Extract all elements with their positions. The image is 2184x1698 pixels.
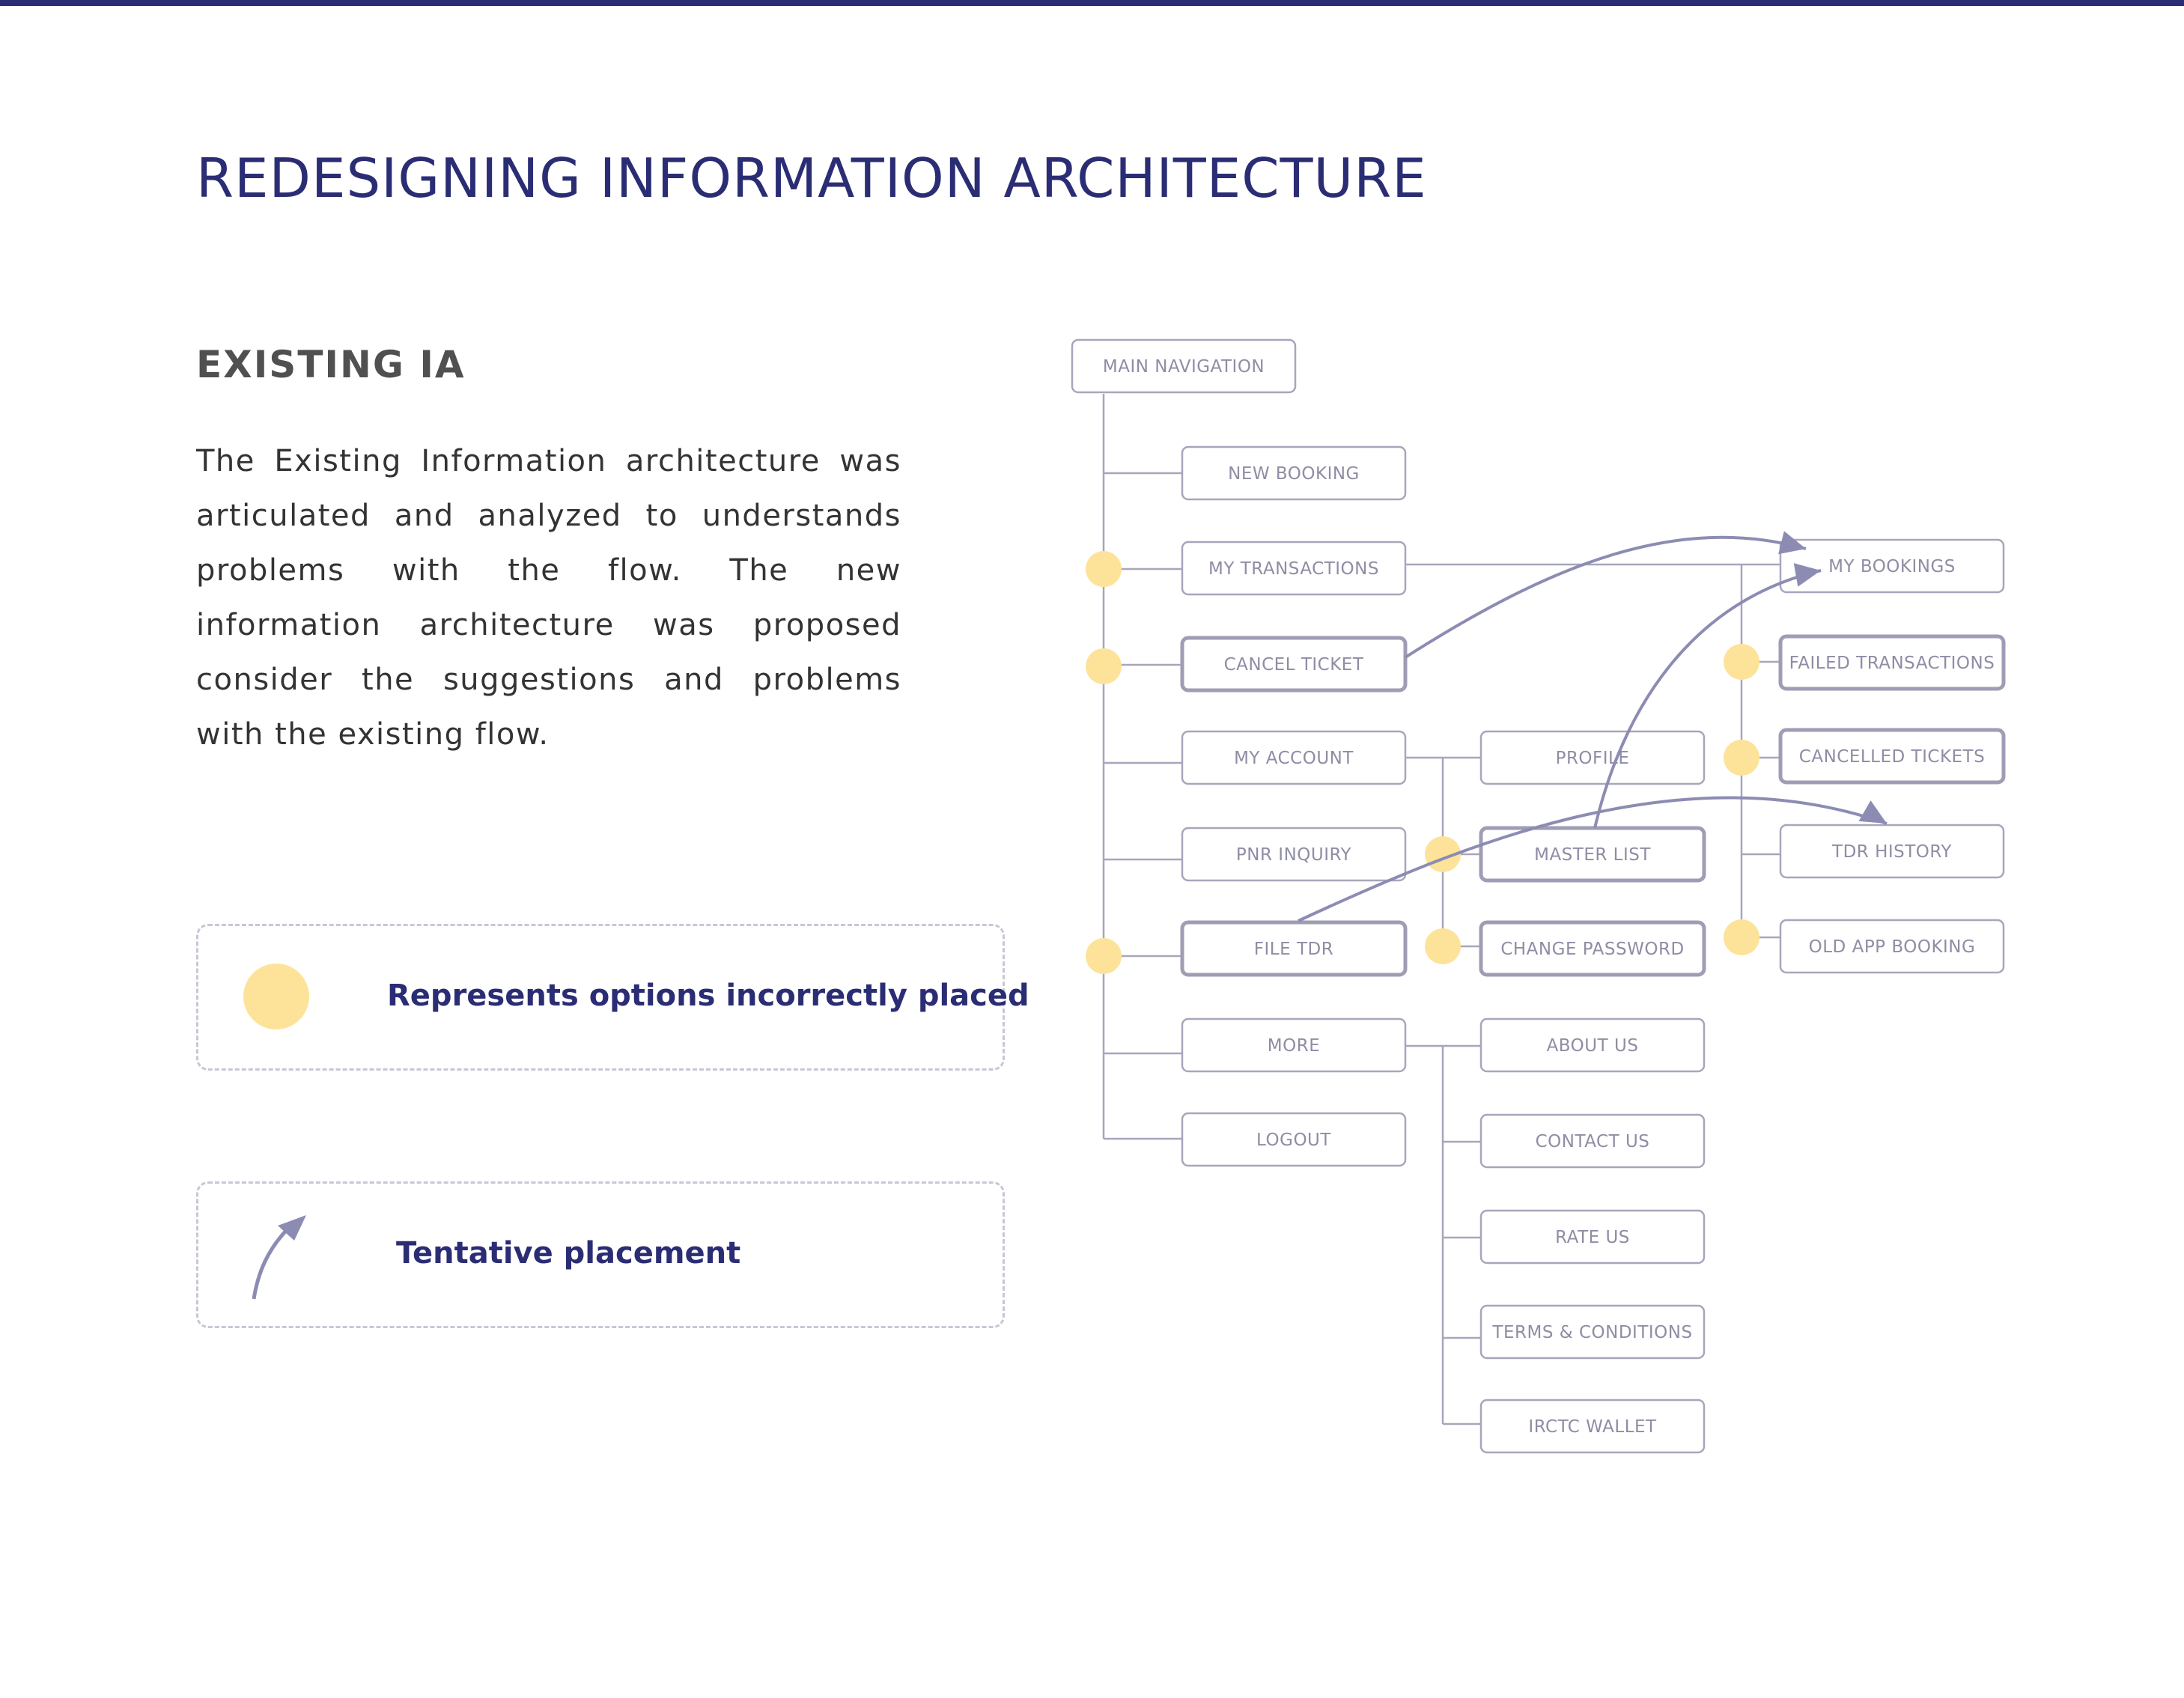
node-box (1479, 1304, 1706, 1360)
node-box (1181, 730, 1407, 785)
tentative-arrow-file-tdr-to-tdr-history (1298, 796, 1888, 922)
node-label: CANCELLED TICKETS (1799, 747, 1985, 767)
node-label: MY TRANSACTIONS (1208, 559, 1379, 579)
node-irctc-wallet: IRCTC WALLET (1479, 1399, 1706, 1454)
legend-incorrect-label: Represents options incorrectly placed (387, 979, 1029, 1013)
incorrect-placement-dot-icon (243, 964, 309, 1029)
incorrect-marker-file-tdr (1086, 938, 1122, 974)
node-label: PNR INQUIRY (1236, 845, 1352, 865)
node-box (1479, 826, 1706, 883)
node-label: NEW BOOKING (1228, 464, 1360, 484)
node-more: MORE (1181, 1017, 1407, 1073)
node-label: IRCTC WALLET (1528, 1417, 1657, 1437)
section-heading: EXISTING IA (196, 343, 466, 386)
node-box (1181, 827, 1407, 882)
description-text: The Existing Information architecture wa… (196, 444, 901, 752)
node-label: MORE (1268, 1036, 1320, 1056)
incorrect-marker-change-password (1425, 928, 1461, 964)
node-label: MASTER LIST (1534, 845, 1651, 865)
node-my-transactions: MY TRANSACTIONS (1181, 541, 1407, 596)
node-old-app-booking: OLD APP BOOKING (1779, 919, 2005, 974)
node-label: ABOUT US (1547, 1036, 1639, 1056)
node-contact-us: CONTACT US (1479, 1113, 1706, 1169)
node-box (1778, 634, 2006, 691)
node-label: MY ACCOUNT (1234, 749, 1354, 768)
node-box (1479, 1399, 1706, 1454)
node-cancelled-tickets: CANCELLED TICKETS (1778, 728, 2006, 785)
node-box (1479, 1209, 1706, 1265)
incorrect-placement-markers (1086, 551, 1759, 974)
node-box (1180, 636, 1408, 693)
node-box (1181, 1112, 1407, 1167)
node-pnr-inquiry: PNR INQUIRY (1181, 827, 1407, 882)
node-new-booking: NEW BOOKING (1181, 445, 1407, 501)
incorrect-marker-old-app-booking (1724, 919, 1759, 955)
ia-nodes: MAIN NAVIGATION NEW BOOKING MY TRANSACTION… (1071, 338, 2006, 1454)
node-box (1779, 824, 2005, 879)
arrowhead-icon (1858, 800, 1887, 824)
incorrect-marker-failed-transactions (1724, 644, 1759, 680)
node-box (1479, 1017, 1706, 1073)
node-cancel-ticket: CANCEL TICKET (1180, 636, 1408, 693)
node-tdr-history: TDR HISTORY (1779, 824, 2005, 879)
node-box (1479, 730, 1706, 785)
node-failed-transactions: FAILED TRANSACTIONS (1778, 634, 2006, 691)
incorrect-marker-cancelled-tickets (1724, 740, 1759, 776)
curved-arrow-icon (252, 1215, 306, 1300)
page-title: REDESIGNING INFORMATION ARCHITECTURE (196, 147, 1427, 210)
arrow-line (1298, 796, 1888, 922)
incorrect-marker-my-transactions (1086, 551, 1122, 587)
node-master-list: MASTER LIST (1479, 826, 1706, 883)
node-terms-conditions: TERMS & CONDITIONS (1479, 1304, 1706, 1360)
node-label: FILE TDR (1254, 940, 1333, 959)
node-label: TDR HISTORY (1831, 842, 1952, 862)
node-label: CANCEL TICKET (1224, 655, 1364, 675)
node-box (1778, 728, 2006, 785)
arrowhead-icon (1778, 531, 1806, 555)
arrow-line (1593, 569, 1822, 829)
legend-tentative-label: Tentative placement (396, 1236, 741, 1271)
node-rate-us: RATE US (1479, 1209, 1706, 1265)
node-file-tdr: FILE TDR (1180, 920, 1408, 977)
node-label: CHANGE PASSWORD (1500, 940, 1684, 959)
tentative-move-arrows (1298, 531, 1888, 922)
node-label: CONTACT US (1536, 1132, 1650, 1151)
node-label: FAILED TRANSACTIONS (1789, 654, 1995, 673)
tentative-arrow-master-list-to-my-bookings (1593, 563, 1822, 829)
node-box (1181, 541, 1407, 596)
node-box (1071, 338, 1297, 394)
top-accent-bar (0, 0, 2184, 6)
node-change-password: CHANGE PASSWORD (1479, 920, 1706, 977)
node-box (1779, 919, 2005, 974)
node-box (1180, 920, 1408, 977)
legend-tentative-placement: Tentative placement (196, 1181, 1005, 1328)
node-profile: PROFILE (1479, 730, 1706, 785)
node-logout: LOGOUT (1181, 1112, 1407, 1167)
node-label: MY BOOKINGS (1828, 557, 1956, 576)
incorrect-marker-cancel-ticket (1086, 648, 1122, 684)
node-box (1479, 1113, 1706, 1169)
legend-incorrect-placement: Represents options incorrectly placed (196, 924, 1029, 1071)
node-label: LOGOUT (1256, 1131, 1331, 1150)
node-label: RATE US (1555, 1228, 1630, 1247)
node-box (1181, 1017, 1407, 1073)
node-my-bookings: MY BOOKINGS (1779, 538, 2005, 594)
arrow-line (1404, 535, 1807, 659)
node-my-account: MY ACCOUNT (1181, 730, 1407, 785)
node-label: MAIN NAVIGATION (1103, 357, 1265, 377)
node-main-navigation: MAIN NAVIGATION (1071, 338, 1297, 394)
node-box (1181, 445, 1407, 501)
arrowhead-icon (1793, 563, 1821, 587)
node-about-us: ABOUT US (1479, 1017, 1706, 1073)
node-label: TERMS & CONDITIONS (1491, 1323, 1692, 1342)
node-label: OLD APP BOOKING (1809, 937, 1976, 957)
node-box (1479, 920, 1706, 977)
tentative-arrow-cancel-ticket-to-my-bookings (1404, 531, 1807, 659)
node-box (1779, 538, 2005, 594)
